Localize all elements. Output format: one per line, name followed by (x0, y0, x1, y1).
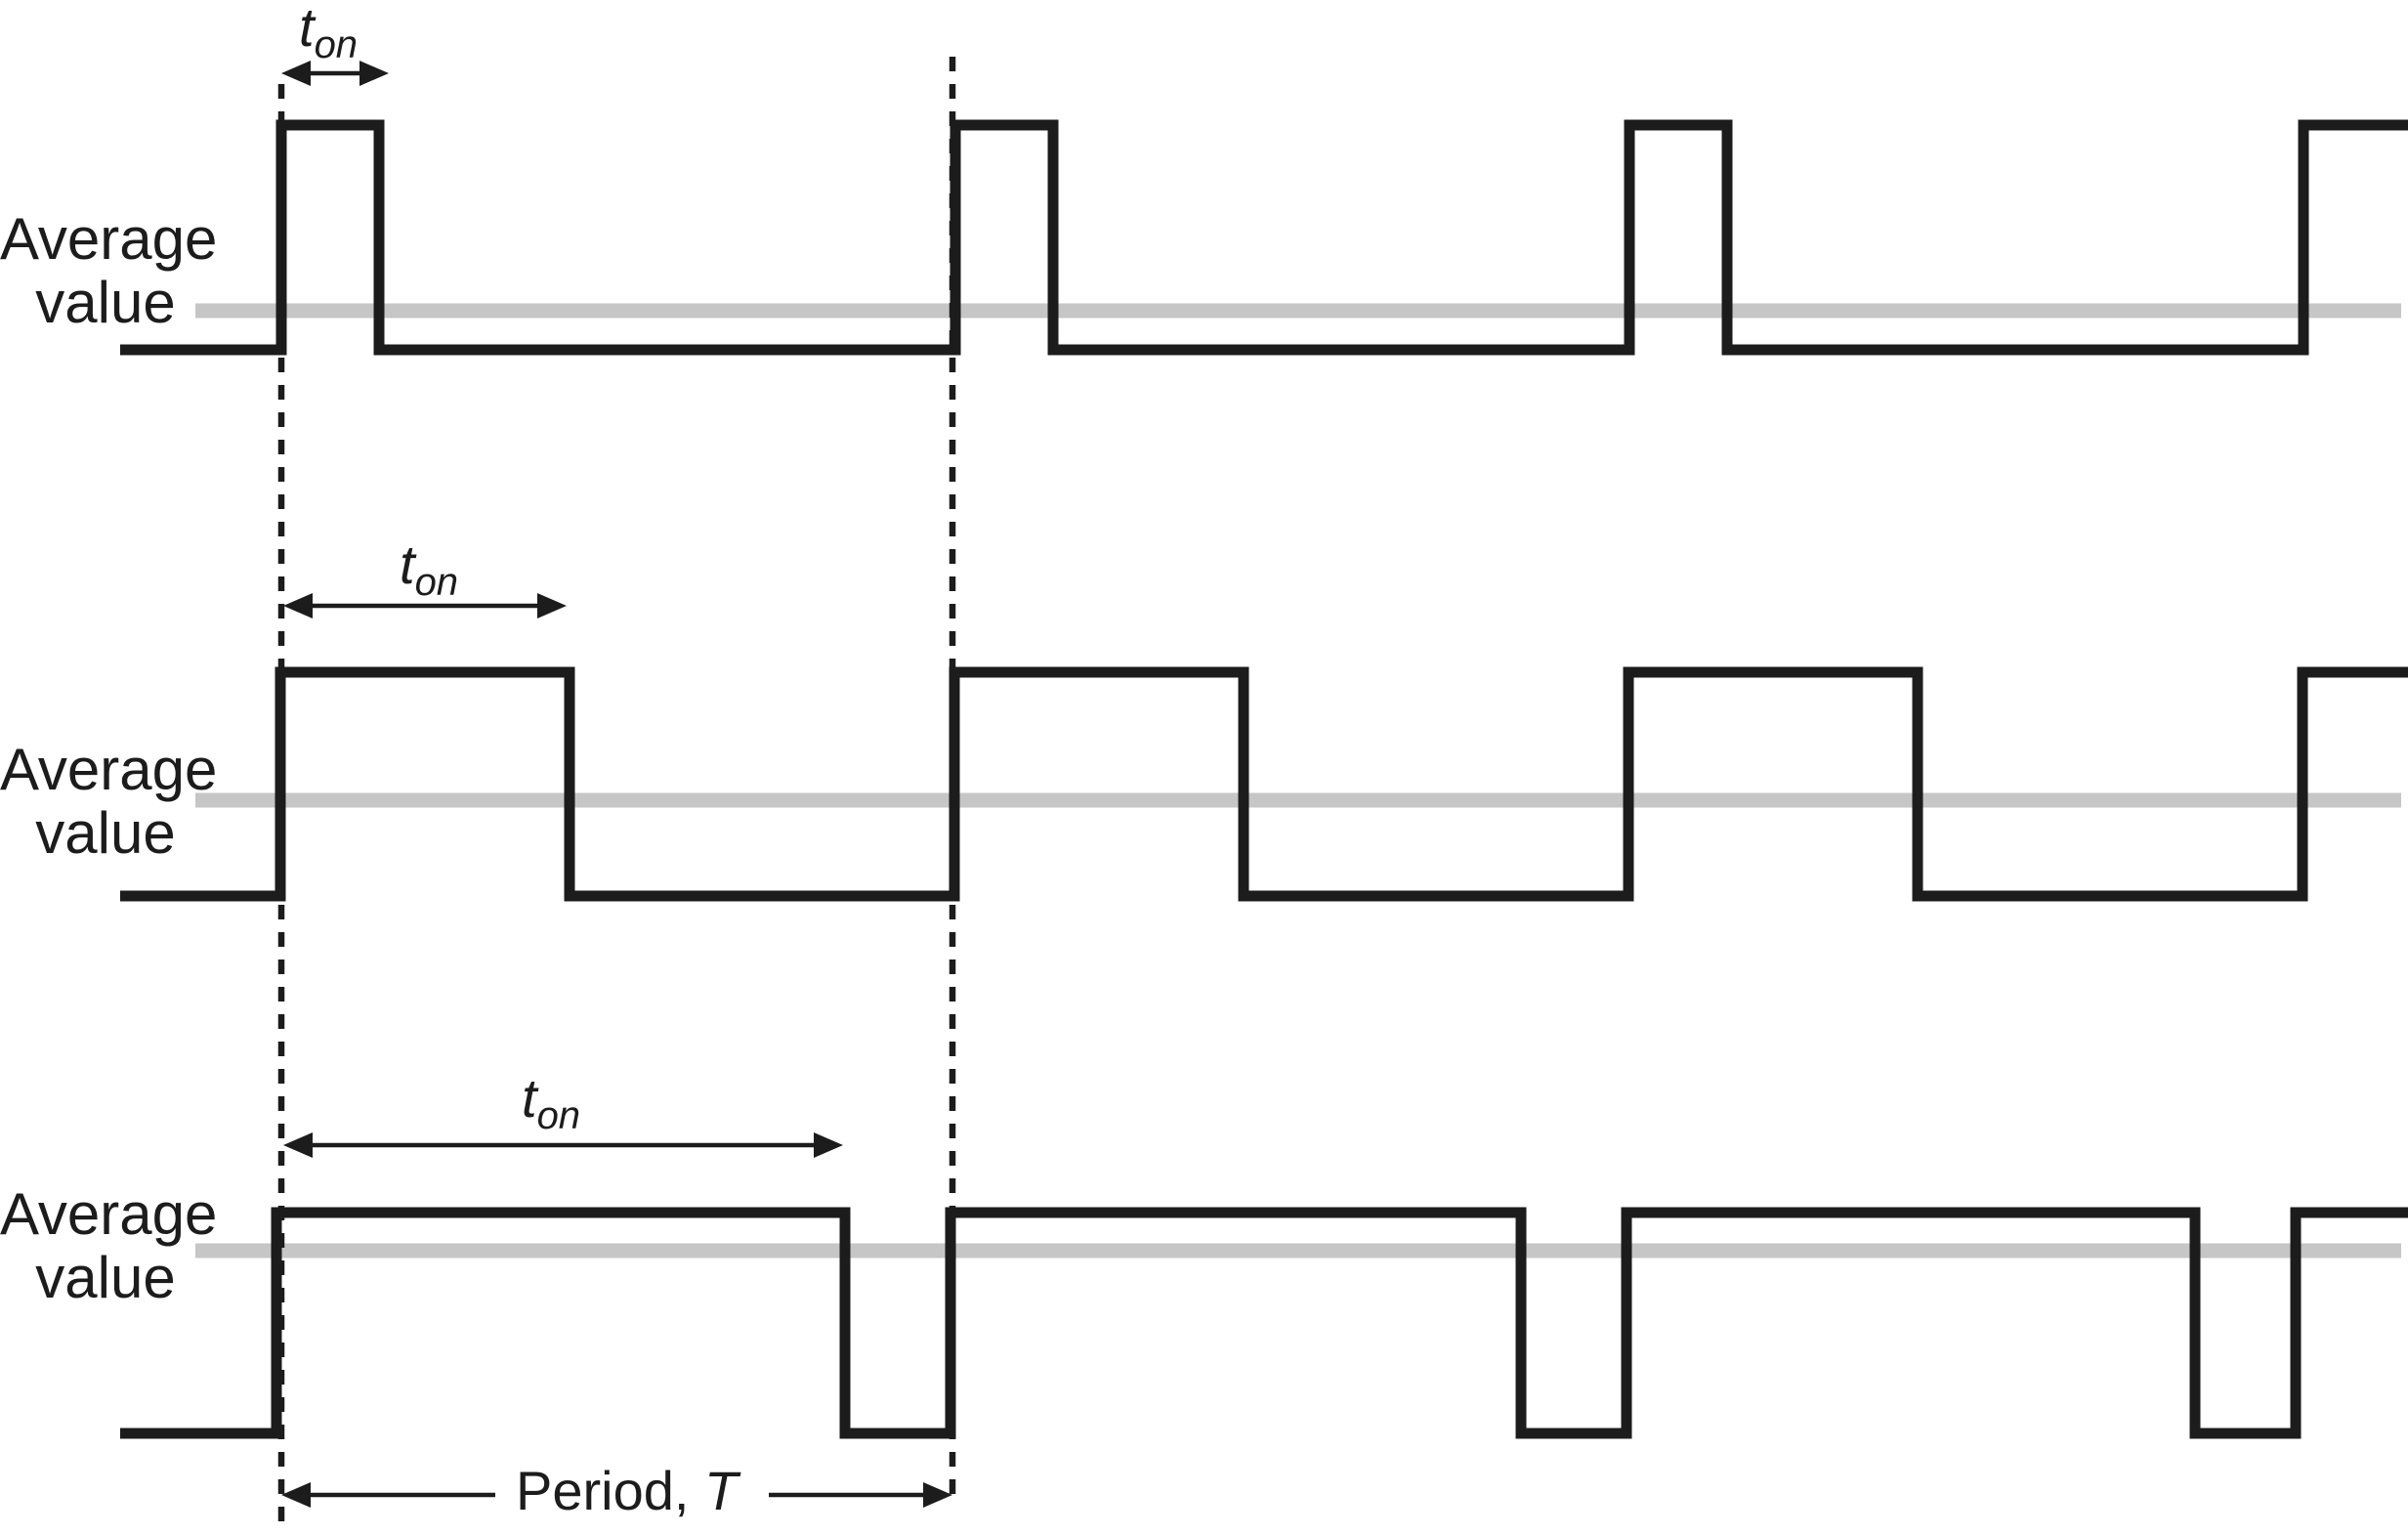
t-on-arrow-medium-duty-left-arrowhead (283, 593, 313, 618)
average-value-label-row2: Average value (0, 737, 218, 866)
t-symbol: t (299, 0, 315, 58)
period-symbol: T (704, 1460, 739, 1521)
average-label-line2: value (35, 270, 176, 335)
dimension-arrows (281, 61, 952, 1508)
average-value-lines (195, 303, 2401, 1258)
t-on-arrow-long-duty-right-arrowhead (814, 1132, 843, 1158)
average-label-line1: Average (0, 737, 218, 802)
period-label: Period, T (516, 1462, 738, 1520)
on-subscript: on (314, 23, 359, 66)
period-annotation-arrows (281, 1482, 952, 1508)
t-on-arrow-short-duty (281, 61, 389, 86)
t-symbol: t (522, 1067, 537, 1129)
t-on-arrow-long-duty (283, 1132, 843, 1158)
waveform-paths (120, 119, 2408, 1439)
period-right-arrowhead (923, 1482, 952, 1508)
average-value-label-row1: Average value (0, 206, 218, 335)
t-on-label-row3: ton (522, 1067, 580, 1147)
on-subscript: on (414, 561, 459, 604)
on-subscript: on (536, 1094, 581, 1137)
average-label-line1: Average (0, 1181, 218, 1247)
average-value-label-row3: Average value (0, 1181, 218, 1310)
t-on-arrow-medium-duty (283, 593, 567, 618)
waveform-path-long-duty (120, 1207, 2408, 1439)
t-symbol: t (400, 533, 415, 595)
t-on-arrow-long-duty-left-arrowhead (283, 1132, 313, 1158)
t-on-arrow-medium-duty-right-arrowhead (537, 593, 567, 618)
waveform-path-short-duty (120, 119, 2408, 356)
t-on-label-row1: ton (299, 0, 358, 76)
period-left-arrowhead (281, 1482, 311, 1508)
average-label-line2: value (35, 1245, 176, 1310)
average-label-line2: value (35, 800, 176, 866)
period-text: Period, (516, 1460, 704, 1521)
t-on-label-row2: ton (400, 533, 458, 614)
t-on-arrow-short-duty-left-arrowhead (281, 61, 311, 86)
average-label-line1: Average (0, 206, 218, 272)
t-on-arrow-short-duty-right-arrowhead (359, 61, 389, 86)
waveform-path-medium-duty (120, 666, 2408, 902)
